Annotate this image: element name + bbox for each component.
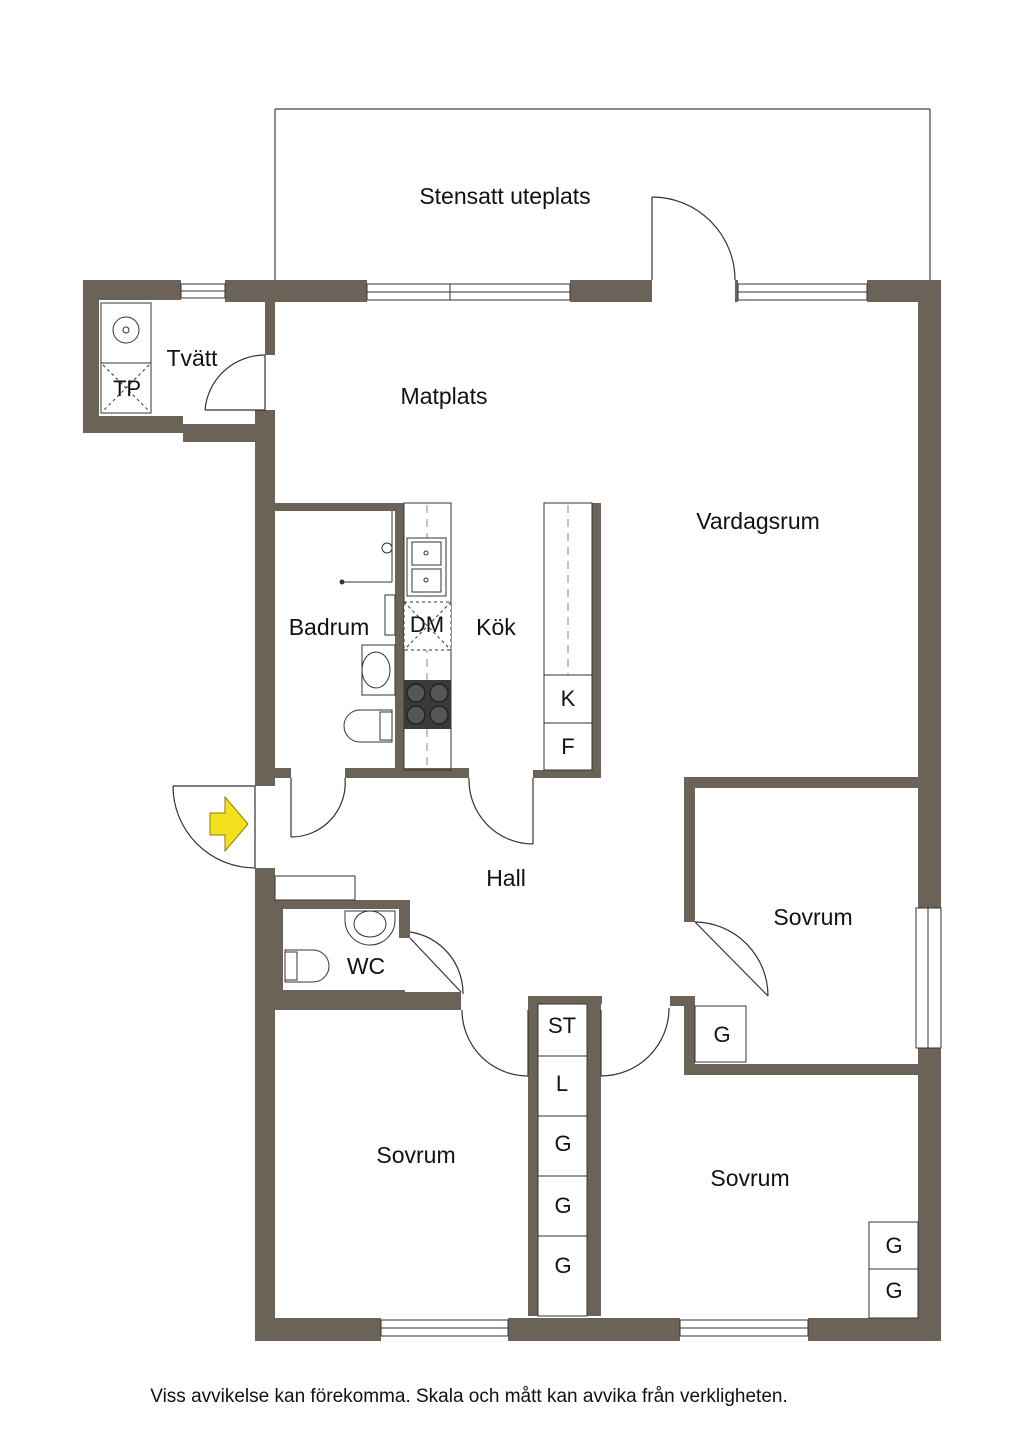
- hall-shelf: [274, 875, 356, 901]
- fixture-label-st: ST: [548, 1013, 576, 1038]
- room-label-dining: Matplats: [401, 383, 488, 409]
- fixture-label-g-br1: G: [885, 1233, 902, 1258]
- fixture-label-l: L: [556, 1071, 568, 1096]
- fixture-label-g-right: G: [713, 1022, 730, 1047]
- shower-head-icon: [381, 542, 393, 554]
- disclaimer-text: Viss avvikelse kan förekomma. Skala och …: [150, 1386, 788, 1407]
- kitchen-sink-icon: [406, 537, 447, 597]
- fixture-label-g3: G: [554, 1253, 571, 1278]
- fixture-label-f: F: [561, 734, 574, 759]
- fixture-label-dm: DM: [410, 612, 444, 637]
- fixture-label-g2: G: [554, 1193, 571, 1218]
- room-label-laundry: Tvätt: [166, 345, 218, 371]
- room-label-patio: Stensatt uteplats: [419, 183, 590, 209]
- fridge-box: [543, 674, 593, 724]
- room-label-wc: WC: [347, 953, 385, 979]
- wc-toilet-icon: [284, 949, 330, 983]
- toilet-icon: [343, 709, 393, 743]
- fixture-label-tp: TP: [113, 376, 141, 401]
- bathroom-fixtures: [339, 511, 396, 743]
- wc-fixtures: [284, 910, 396, 983]
- room-label-bedroom-right: Sovrum: [773, 904, 852, 930]
- laundry-sink-icon: [112, 316, 140, 344]
- stove-icon: [404, 680, 451, 729]
- windows: [180, 283, 942, 1337]
- patio-outline: [274, 108, 931, 282]
- fixture-label-k: K: [561, 686, 576, 711]
- doors: [172, 196, 769, 1077]
- laundry-fixtures: [100, 302, 152, 414]
- fixture-label-g1: G: [554, 1131, 571, 1156]
- room-label-kitchen: Kök: [476, 614, 516, 640]
- entry-arrow-icon: [209, 795, 249, 853]
- walls: [83, 280, 941, 1341]
- fixture-label-g-br2: G: [885, 1278, 902, 1303]
- room-label-hall: Hall: [486, 865, 526, 891]
- kitchen-counter-left: [403, 502, 452, 771]
- room-label-bathroom: Badrum: [289, 614, 370, 640]
- freezer-box: [543, 722, 593, 771]
- room-label-bedroom-bottom-left: Sovrum: [376, 1142, 455, 1168]
- room-label-living: Vardagsrum: [696, 508, 820, 534]
- kitchen-counter-right: [543, 502, 593, 771]
- wardrobes: [537, 1003, 919, 1319]
- room-label-bedroom-bottom-right: Sovrum: [710, 1165, 789, 1191]
- wc-washbasin-icon: [344, 910, 396, 946]
